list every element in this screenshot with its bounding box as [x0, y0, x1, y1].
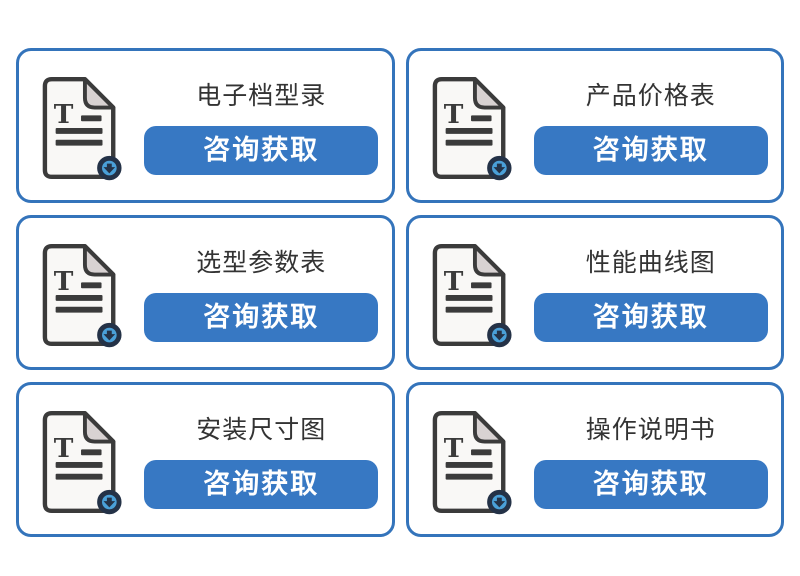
text-line-short [81, 448, 102, 455]
text-line-long [445, 306, 492, 313]
card-title: 操作说明书 [585, 416, 716, 444]
text-line-long [55, 473, 103, 480]
card-title: 安装尺寸图 [196, 416, 327, 444]
download-arrow-icon [103, 330, 116, 340]
download-arrow-icon [492, 330, 505, 340]
card-content: 操作说明书 咨询获取 [513, 410, 782, 509]
text-line-short [470, 448, 492, 455]
page-fold [472, 410, 505, 443]
consult-button[interactable]: 咨询获取 [144, 460, 379, 509]
text-line-long [445, 294, 492, 301]
download-card-grid: T 电子档型录 咨询获取 T [16, 48, 784, 537]
text-line-long [55, 461, 103, 468]
text-line-long [55, 294, 103, 301]
document-card: T 操作说明书 咨询获取 [405, 382, 784, 537]
download-arrow-icon [103, 163, 116, 173]
card-title: 电子档型录 [196, 82, 327, 110]
download-arrow-icon [492, 163, 505, 173]
card-content: 电子档型录 咨询获取 [123, 76, 392, 175]
consult-button[interactable]: 咨询获取 [533, 460, 768, 509]
document-card: T 电子档型录 咨询获取 [16, 48, 395, 203]
document-download-icon: T [41, 76, 123, 182]
card-content: 选型参数表 咨询获取 [123, 243, 392, 342]
text-line-short [470, 281, 492, 288]
document-download-icon: T [41, 410, 123, 516]
document-letter-t: T [443, 433, 463, 464]
card-title: 选型参数表 [196, 249, 327, 277]
card-content: 产品价格表 咨询获取 [513, 76, 782, 175]
document-download-icon: T [431, 410, 513, 516]
page-fold [82, 410, 116, 443]
document-letter-t: T [443, 99, 463, 130]
text-line-long [55, 306, 103, 313]
text-line-short [81, 281, 102, 288]
text-line-long [445, 461, 492, 468]
page-fold [82, 76, 116, 109]
document-card: T 产品价格表 咨询获取 [405, 48, 784, 203]
card-title: 性能曲线图 [585, 249, 716, 277]
text-line-short [81, 114, 102, 121]
download-arrow-icon [103, 497, 116, 507]
consult-button[interactable]: 咨询获取 [144, 126, 379, 175]
text-line-long [445, 473, 492, 480]
card-content: 性能曲线图 咨询获取 [513, 243, 782, 342]
text-line-long [55, 139, 103, 146]
document-card: T 性能曲线图 咨询获取 [405, 215, 784, 370]
text-line-long [445, 127, 492, 134]
document-letter-t: T [54, 99, 74, 130]
text-line-long [55, 127, 103, 134]
document-card: T 选型参数表 咨询获取 [16, 215, 395, 370]
document-card: T 安装尺寸图 咨询获取 [16, 382, 395, 537]
document-letter-t: T [443, 266, 463, 297]
text-line-long [445, 139, 492, 146]
document-letter-t: T [54, 433, 74, 464]
document-download-icon: T [431, 76, 513, 182]
consult-button[interactable]: 咨询获取 [533, 126, 768, 175]
card-content: 安装尺寸图 咨询获取 [123, 410, 392, 509]
card-title: 产品价格表 [585, 82, 716, 110]
consult-button[interactable]: 咨询获取 [533, 293, 768, 342]
document-download-icon: T [431, 243, 513, 349]
download-arrow-icon [492, 497, 505, 507]
page-fold [472, 76, 505, 109]
document-letter-t: T [54, 266, 74, 297]
text-line-short [470, 114, 492, 121]
document-download-icon: T [41, 243, 123, 349]
page-fold [472, 243, 505, 276]
consult-button[interactable]: 咨询获取 [144, 293, 379, 342]
page-fold [82, 243, 116, 276]
